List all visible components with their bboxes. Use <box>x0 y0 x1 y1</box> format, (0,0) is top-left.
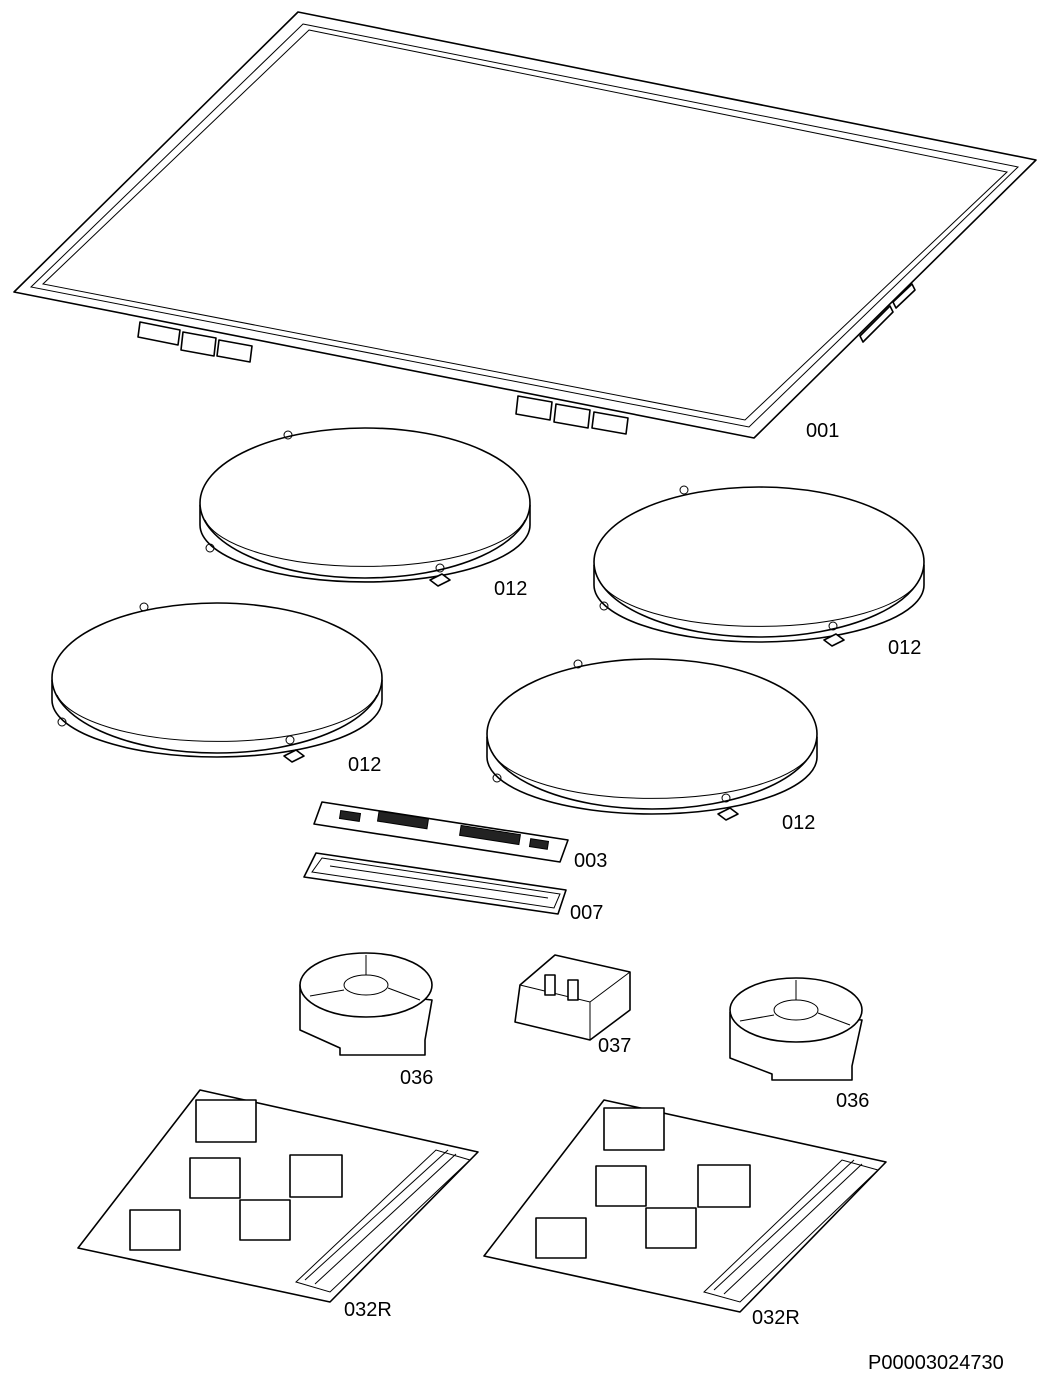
drawing-number: P00003024730 <box>868 1352 1004 1374</box>
part-glass-top[interactable] <box>13 11 1037 439</box>
label-036-left: 036 <box>400 1067 434 1089</box>
label-012-a: 012 <box>494 578 528 600</box>
label-032r-right: 032R <box>752 1307 800 1329</box>
part-hob-zone-1[interactable] <box>199 427 531 587</box>
part-control-board[interactable] <box>313 801 569 863</box>
part-control-frame[interactable] <box>303 852 567 915</box>
part-power-board-right[interactable] <box>483 1099 887 1313</box>
label-032r-left: 032R <box>344 1299 392 1321</box>
label-012-b: 012 <box>888 637 922 659</box>
part-hob-zone-3[interactable] <box>51 602 383 763</box>
part-fan-left[interactable] <box>299 952 433 1056</box>
label-012-c: 012 <box>348 754 382 776</box>
part-hob-zone-4[interactable] <box>486 658 818 821</box>
label-037: 037 <box>598 1035 632 1057</box>
label-036-right: 036 <box>836 1090 870 1112</box>
part-fan-right[interactable] <box>729 977 863 1081</box>
label-001: 001 <box>806 420 840 442</box>
part-power-board-left[interactable] <box>77 1089 479 1303</box>
part-filter-module[interactable] <box>514 954 631 1041</box>
label-003: 003 <box>574 850 608 872</box>
label-012-d: 012 <box>782 812 816 834</box>
part-hob-zone-2[interactable] <box>593 485 925 647</box>
label-007: 007 <box>570 902 604 924</box>
